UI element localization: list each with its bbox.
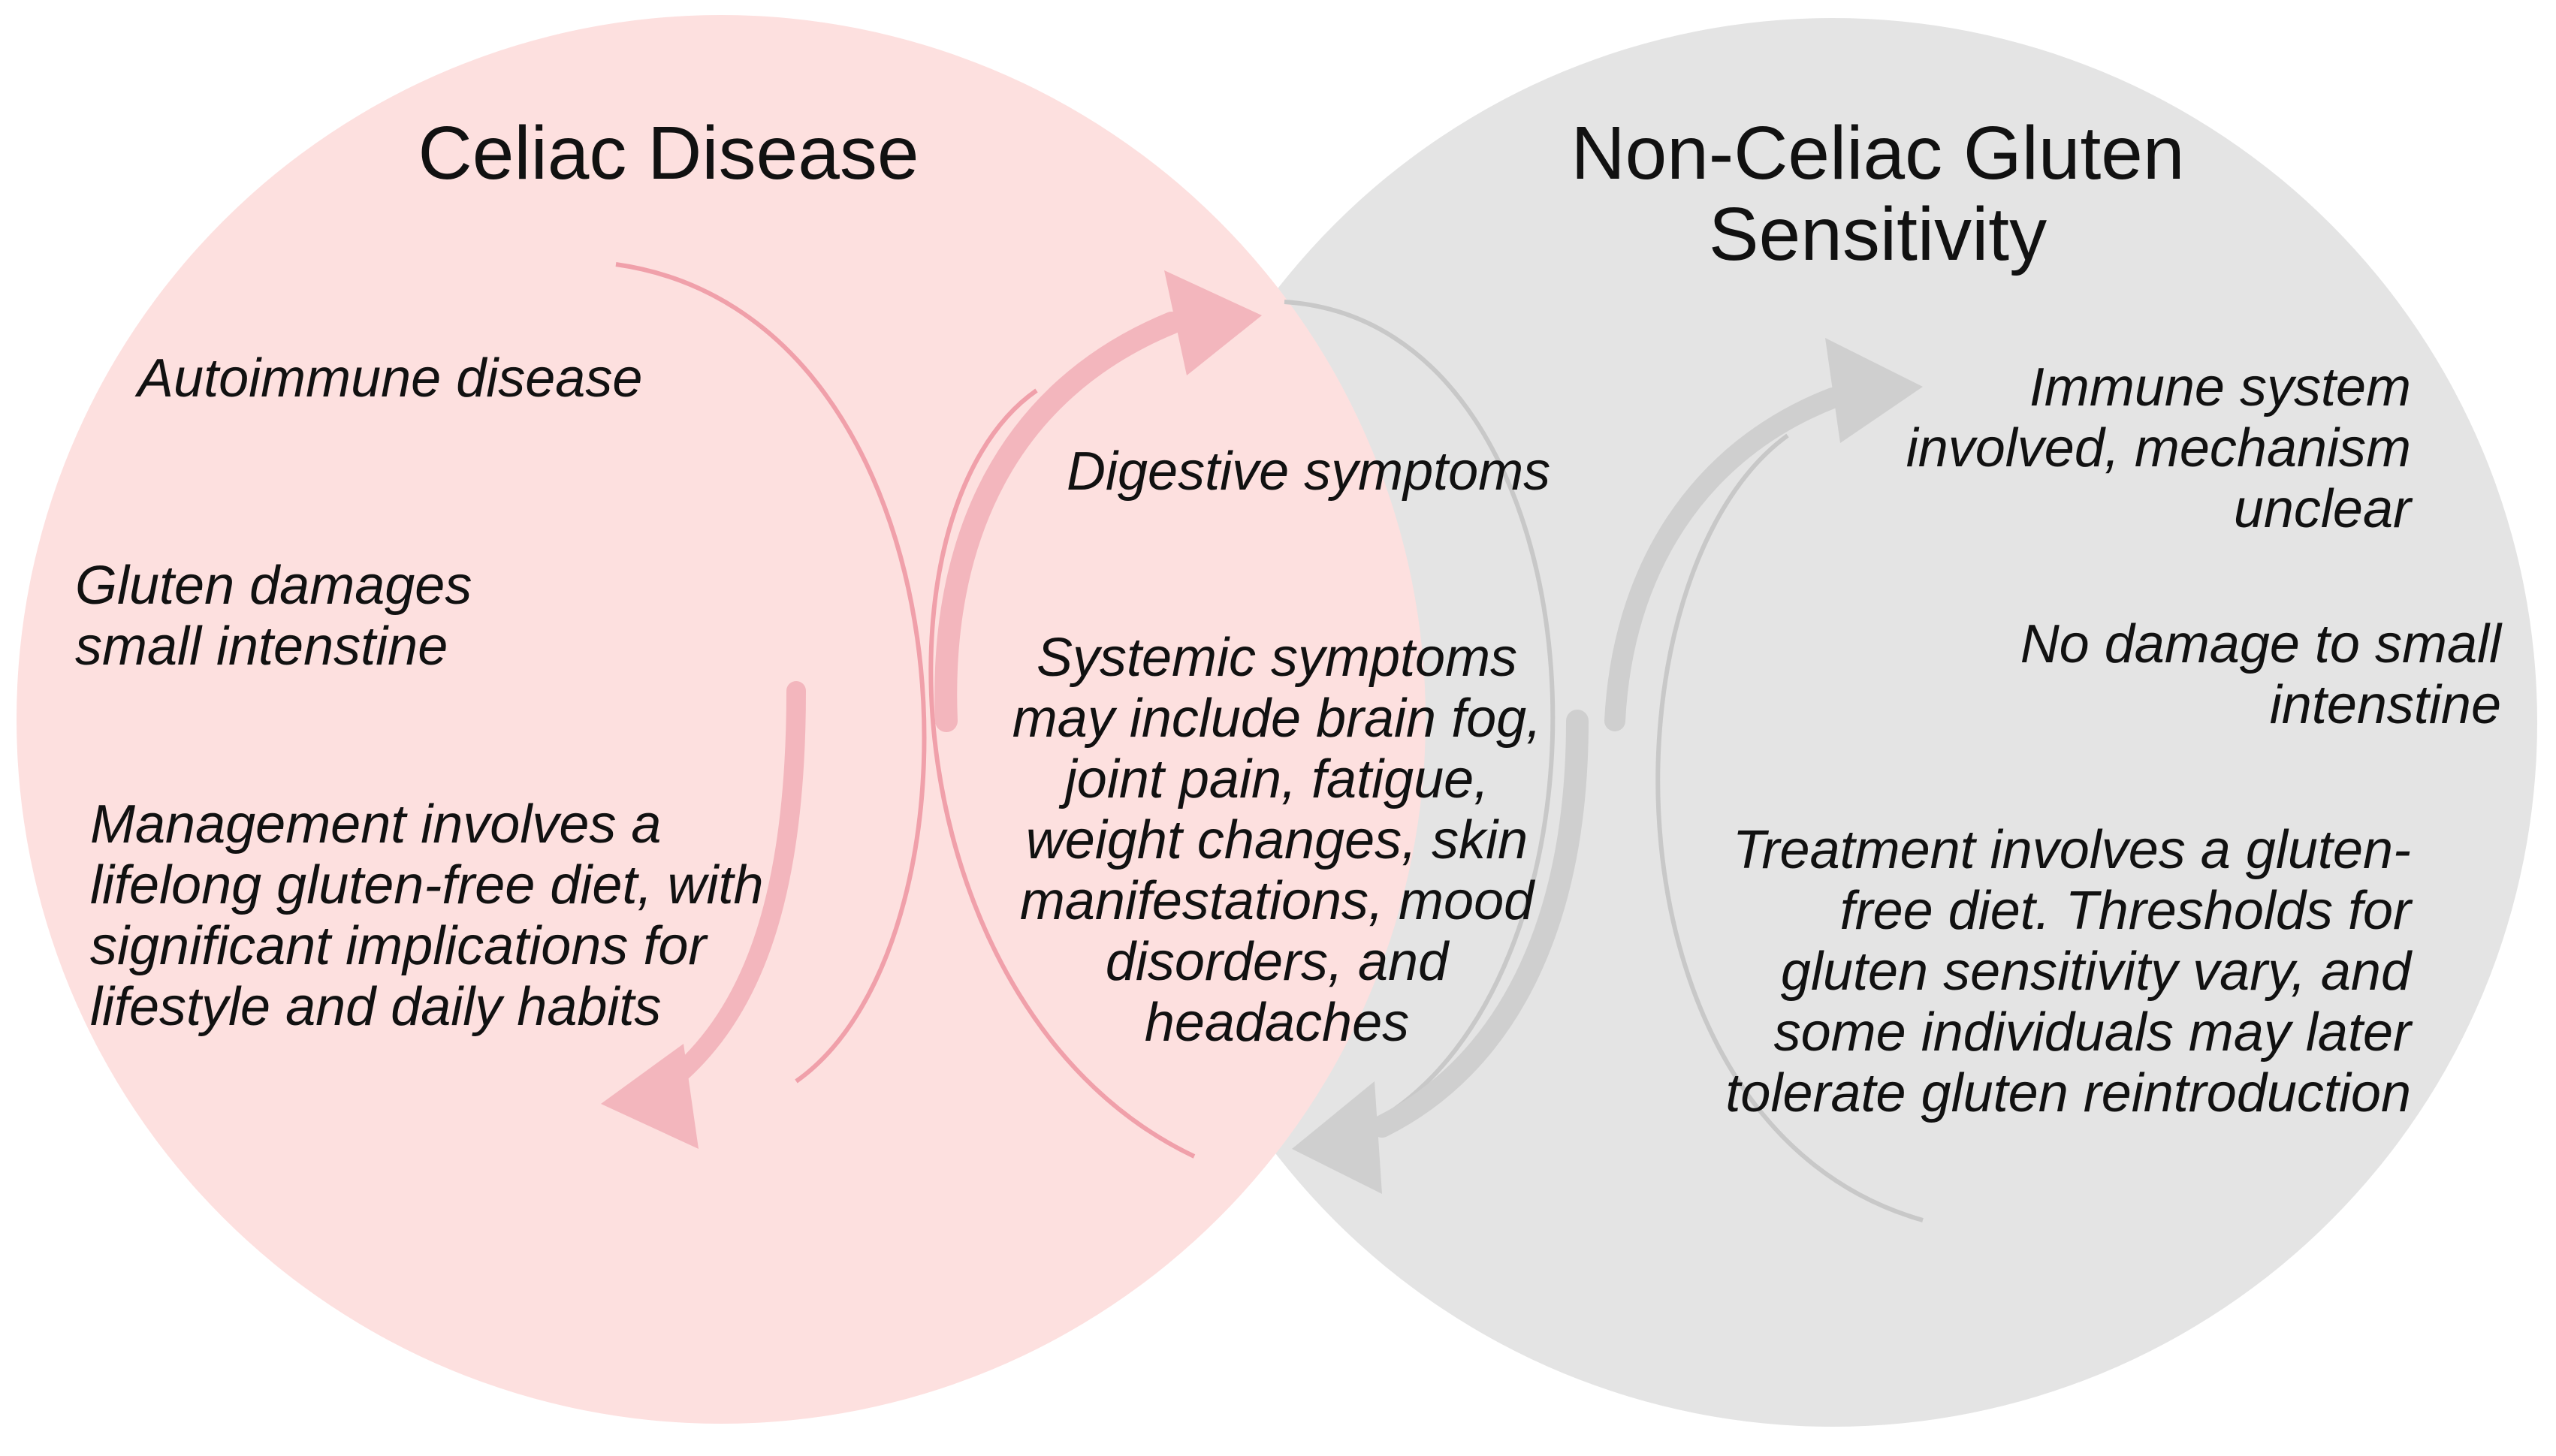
- overlap-item-digestive: Digestive symptoms: [1067, 442, 1551, 502]
- ncgs-item-immune: Immune system involved, mechanism unclea…: [1906, 357, 2411, 539]
- overlap-item-systemic: Systemic symptoms may include brain fog,…: [1012, 628, 1542, 1053]
- celiac-item-gluten-damage: Gluten damages small intenstine: [75, 556, 472, 677]
- ncgs-title: Non-Celiac Gluten Sensitivity: [1571, 111, 2185, 276]
- ncgs-item-treatment: Treatment involves a gluten- free diet. …: [1725, 820, 2411, 1123]
- ncgs-down-arrow-icon: [1292, 710, 1589, 1194]
- celiac-down-arrow-icon: [601, 681, 806, 1149]
- ncgs-up-arrow-icon: [1604, 338, 1923, 731]
- ncgs-item-no-damage: No damage to small intenstine: [2020, 614, 2501, 735]
- overlap-left-guide-arc: [928, 388, 1196, 1159]
- celiac-up-arrow-icon: [934, 270, 1262, 732]
- ncgs-guide-arc: [1655, 433, 1924, 1222]
- celiac-item-autoimmune: Autoimmune disease: [137, 348, 643, 408]
- celiac-title: Celiac Disease: [418, 111, 919, 195]
- celiac-item-management: Management involves a lifelong gluten-fr…: [90, 794, 764, 1037]
- overlap-right-guide-arc: [1284, 300, 1556, 1129]
- ncgs-circle: [1128, 18, 2537, 1427]
- celiac-guide-arc: [615, 262, 927, 1084]
